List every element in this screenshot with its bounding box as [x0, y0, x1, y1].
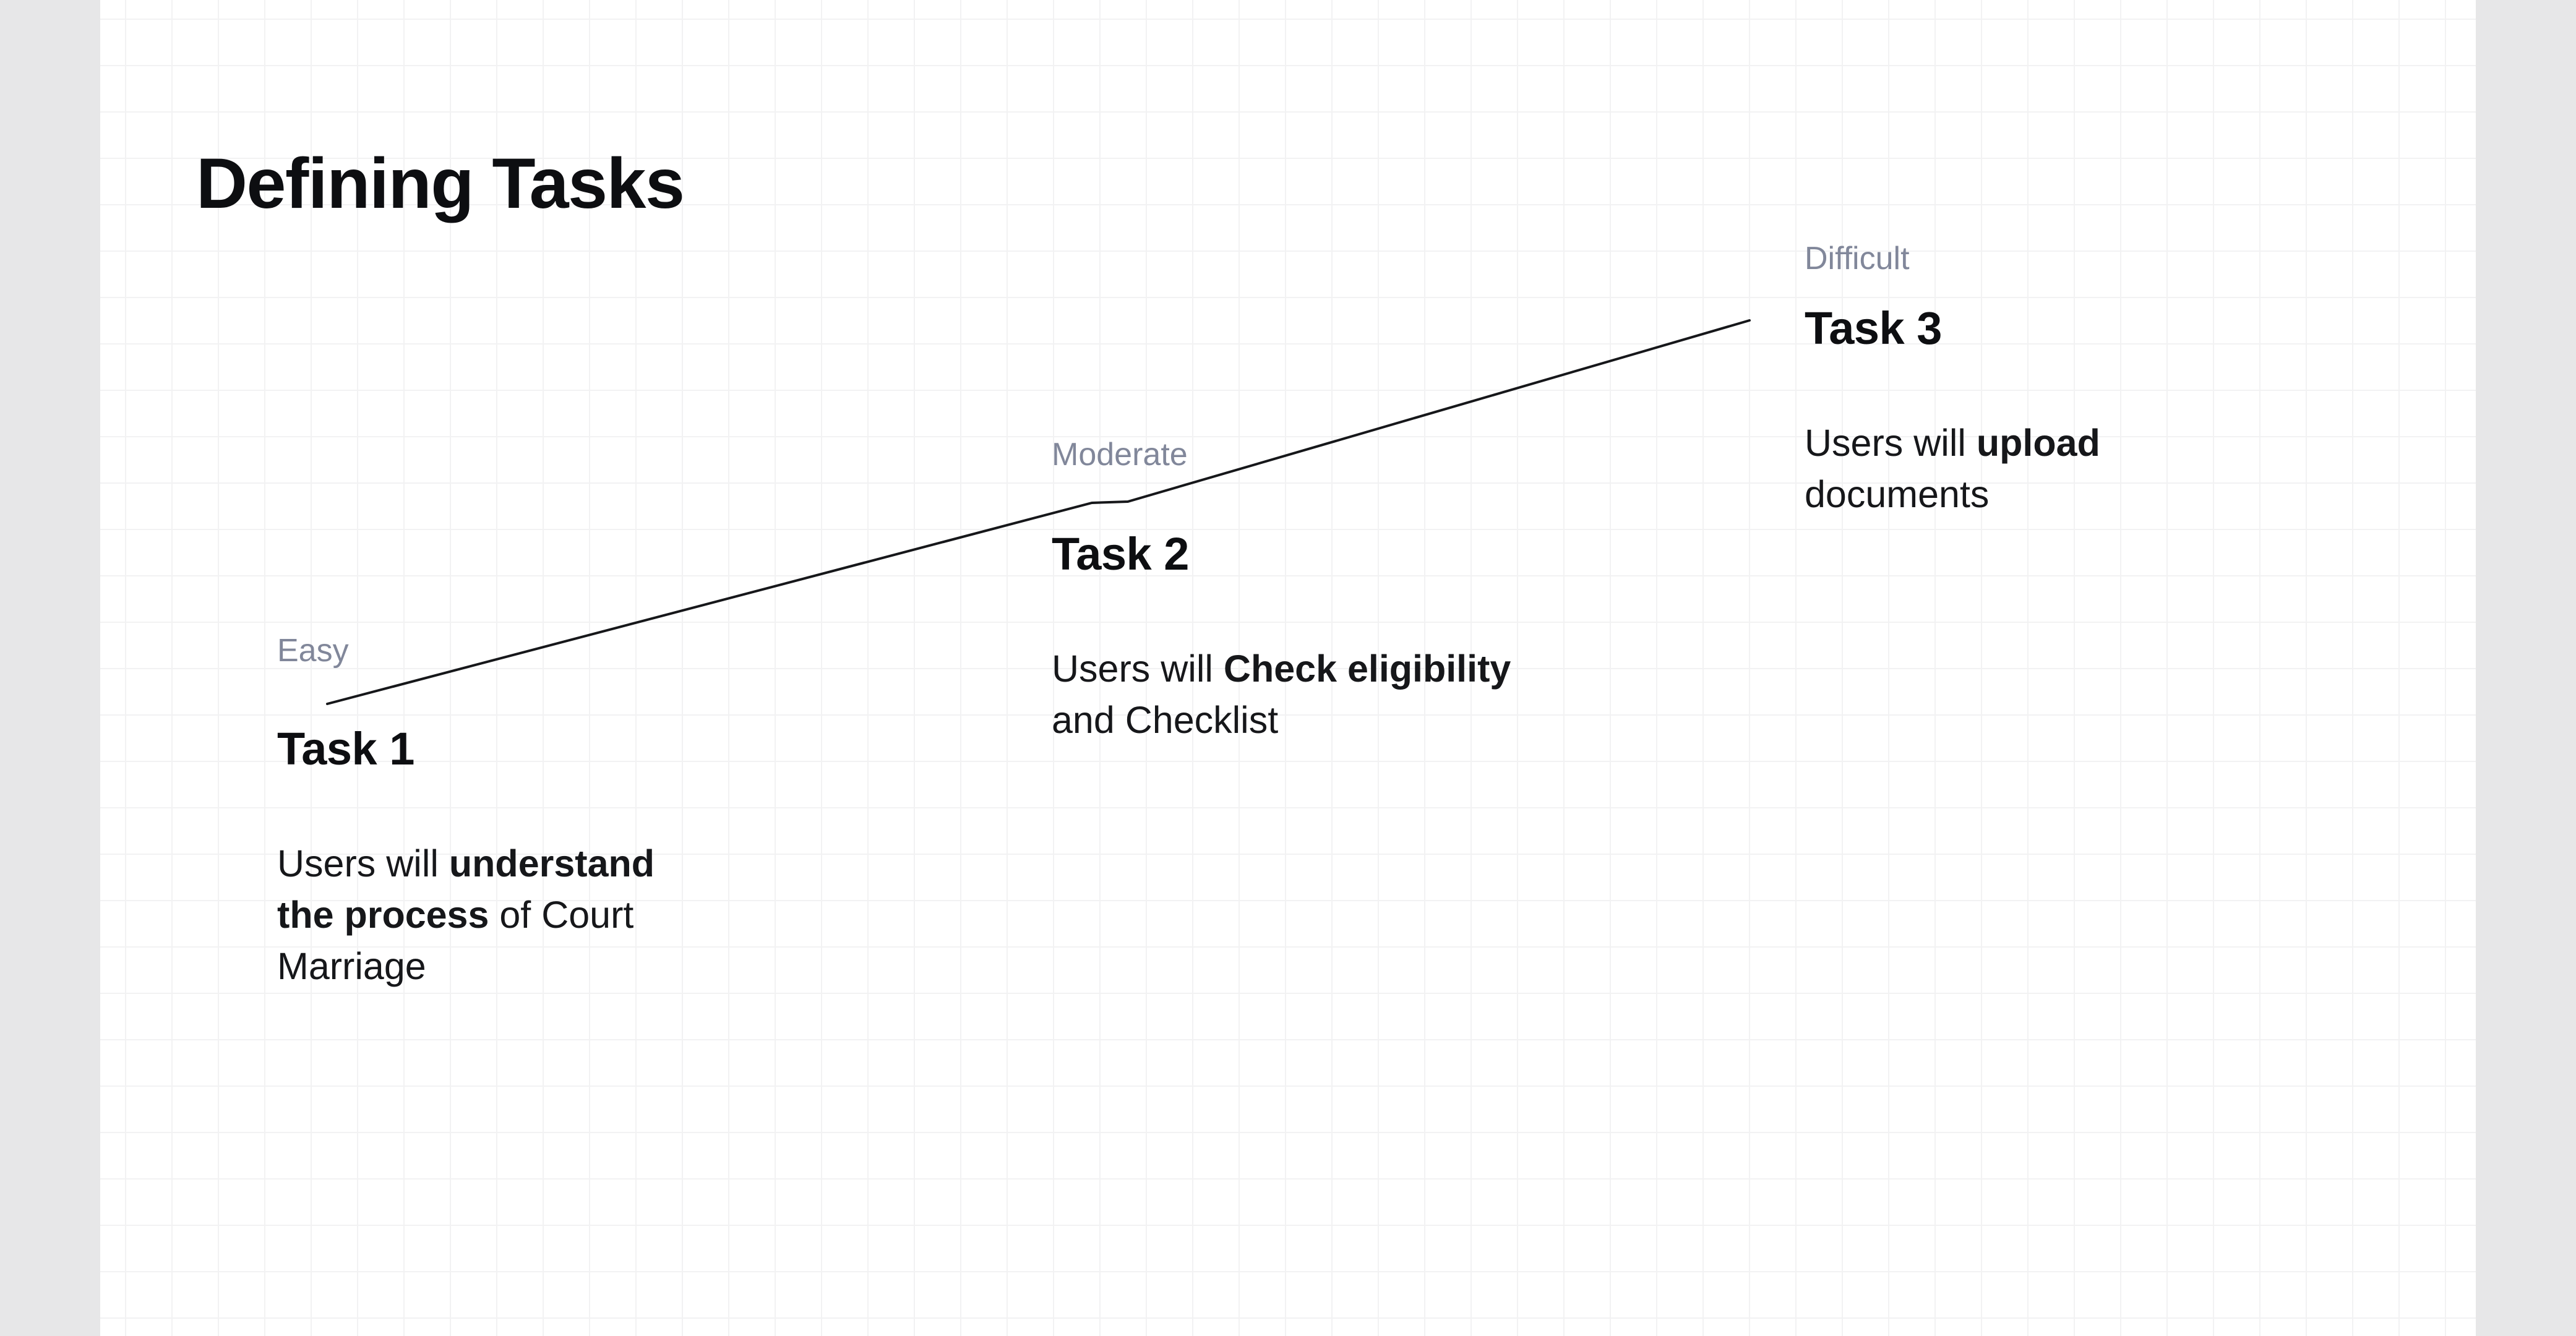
task-title: Task 3: [1805, 302, 1942, 354]
task-description-line: Users will upload: [1805, 422, 2100, 464]
difficulty-label: Difficult: [1805, 241, 1910, 276]
difficulty-label: Moderate: [1052, 437, 1188, 473]
task-description-line: documents: [1805, 473, 1990, 515]
task-title: Task 1: [277, 723, 414, 774]
task-description-line: Users will understand: [277, 842, 655, 884]
task-description: Users will Check eligibility and Checklis…: [1052, 643, 1511, 746]
difficulty-label: Easy: [277, 633, 349, 669]
task-description: Users will understand the process of Cour…: [277, 838, 655, 992]
task-description-line: Marriage: [277, 945, 426, 987]
task-description-line: Users will Check eligibility: [1052, 648, 1511, 690]
task-description: Users will upload documents: [1805, 417, 2100, 520]
task-description-line: and Checklist: [1052, 699, 1279, 741]
page-title: Defining Tasks: [196, 144, 685, 224]
task-description-line: the process of Court: [277, 894, 634, 936]
task-title: Task 2: [1052, 528, 1189, 580]
